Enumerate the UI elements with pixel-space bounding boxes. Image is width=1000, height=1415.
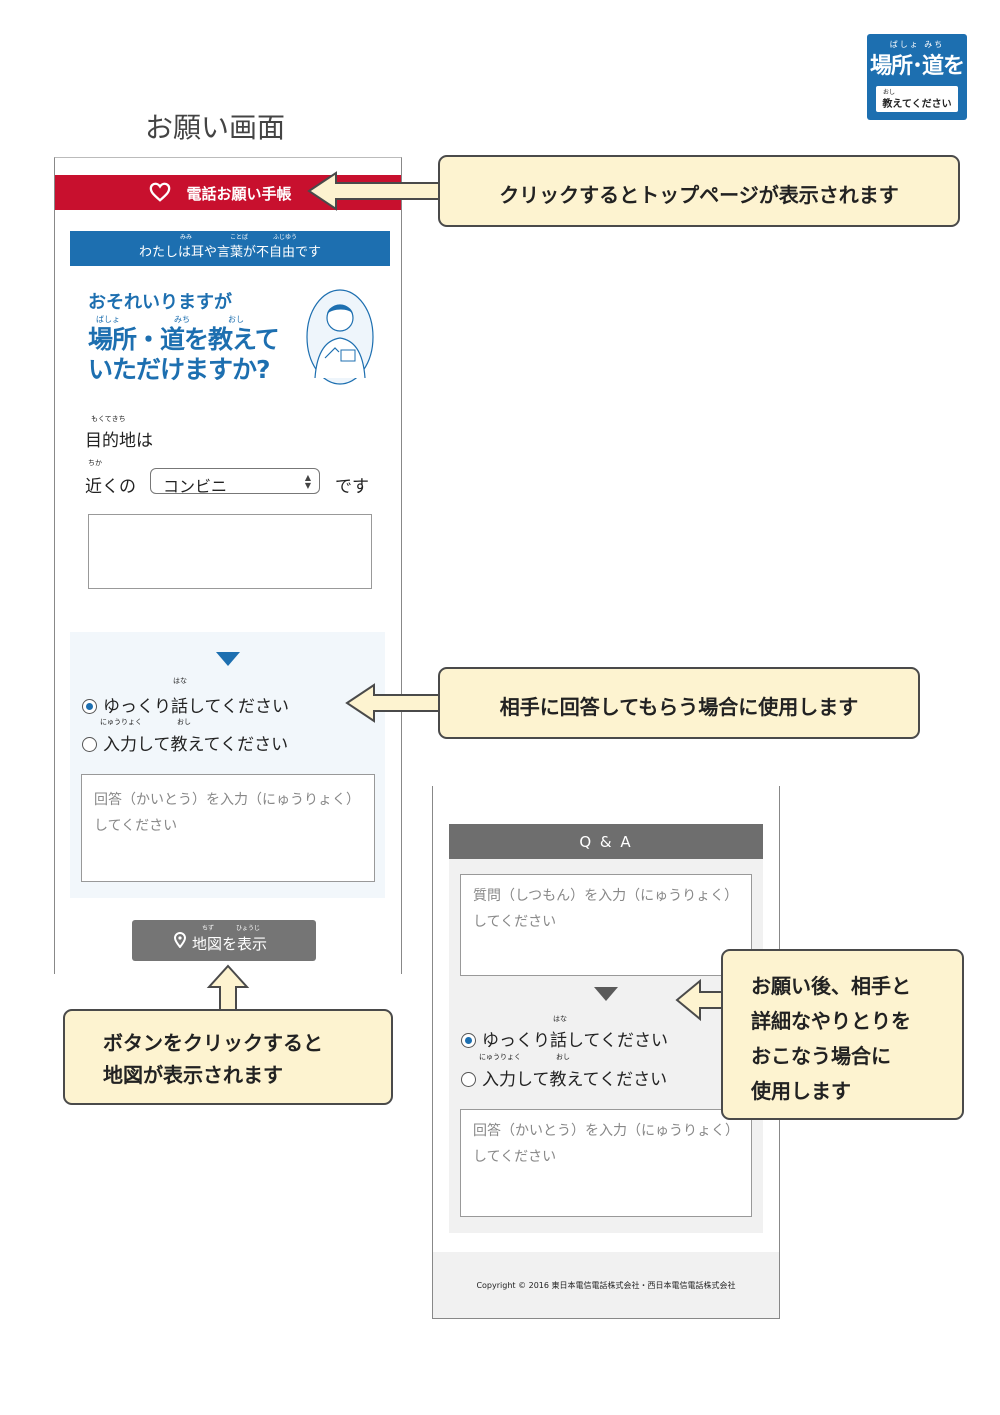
info-bar: みみ ことば ふじゆう わたしは耳や言葉が不自由です <box>70 231 390 266</box>
question-textarea[interactable]: 質問（しつもん）を入力（にゅうりょく） してください <box>460 874 752 976</box>
arrow-left-icon <box>675 978 723 1022</box>
hero-line-3: いただけますか? <box>88 355 271 384</box>
qa-answer-textarea[interactable]: 回答（かいとう）を入力（にゅうりょく） してください <box>460 1109 752 1217</box>
qa-option1-ruby: はな <box>553 1015 567 1023</box>
request-screen: 電話お願い手帳 みみ ことば ふじゆう わたしは耳や言葉が不自由です おそれいり… <box>54 157 402 974</box>
ruby-hyouji: ひょうじ <box>236 925 261 932</box>
callout-answer-use-text: 相手に回答してもらう場合に使用します <box>499 695 859 719</box>
callout-qa-line4: 使用します <box>751 1079 851 1103</box>
map-pin-icon <box>174 932 186 948</box>
arrow-left-icon <box>345 683 440 723</box>
radio-speak-slowly[interactable]: ゆっくり話してください <box>82 692 289 717</box>
near-row: ちか 近くの コンビニ ▲▼ です <box>85 459 385 498</box>
qa-answer-placeholder-line1: 回答（かいとう）を入力（にゅうりょく） <box>473 1123 739 1139</box>
qa-answer-placeholder-line2: してください <box>473 1149 557 1165</box>
arrow-left-icon <box>307 171 440 211</box>
answer-placeholder: 回答（かいとう）を入力（にゅうりょく） してください <box>94 787 360 839</box>
callout-qa: お願い後、相手と 詳細なやりとりを おこなう場合に 使用します <box>721 949 964 1120</box>
destination-label: 目的地は <box>85 431 153 451</box>
callout-map-text: ボタンをクリックすると 地図が表示されます <box>103 1027 429 1091</box>
qa-screen: Q & A 質問（しつもん）を入力（にゅうりょく） してください はな ゆっくり… <box>432 786 780 1319</box>
hero-line-1: おそれいりますが <box>88 292 232 313</box>
ruby-mimi: みみ <box>180 234 193 241</box>
ruby-fujiyuu: ふじゆう <box>273 234 298 241</box>
question-placeholder-line2: してください <box>473 914 557 930</box>
destination-textarea[interactable] <box>88 514 372 589</box>
copyright: Copyright © 2016 東日本電信電話株式会社・西日本電信電話株式会社 <box>476 1281 736 1290</box>
qa-panel: 質問（しつもん）を入力（にゅうりょく） してください はな ゆっくり話してくださ… <box>449 859 763 1233</box>
hero-message: おそれいりますが ばしょ みち おし 場所・道を教えて いただけますか? <box>88 292 288 385</box>
callout-qa-line2: 詳細なやりとりを <box>751 1009 911 1033</box>
callout-map: ボタンをクリックすると 地図が表示されます <box>63 1009 393 1105</box>
radio-type-answer[interactable]: 入力して教えてください <box>82 730 289 755</box>
select-arrows-icon: ▲▼ <box>304 473 311 490</box>
place-type-value: コンビニ <box>163 477 228 496</box>
desu-label: です <box>335 477 369 497</box>
question-placeholder: 質問（しつもん）を入力（にゅうりょく） してください <box>473 883 738 935</box>
qa-radio-speak-slowly-label: ゆっくり話してください <box>482 1031 668 1051</box>
corner-badge-title: 場所･道を <box>869 54 965 79</box>
person-illustration <box>306 289 374 385</box>
callout-map-line1: ボタンをクリックすると <box>103 1031 323 1055</box>
ruby-oshi: おし <box>228 315 244 324</box>
near-ruby: ちか <box>88 459 102 467</box>
ruby-michi: みち <box>174 315 190 324</box>
option1-ruby: はな <box>173 677 187 685</box>
info-bar-label: わたしは耳や言葉が不自由です <box>138 245 321 260</box>
qa-header: Q & A <box>449 824 763 859</box>
show-map-label: 地図を表示 <box>192 935 268 953</box>
callout-qa-line1: お願い後、相手と <box>751 974 911 998</box>
radio-type-answer-label: 入力して教えてください <box>103 735 289 755</box>
radio-unselected-icon <box>461 1072 476 1087</box>
header-bar-label: 電話お願い手帳 <box>186 185 292 203</box>
qa-radio-type-answer-label: 入力して教えてください <box>482 1070 668 1090</box>
qa-title: Q & A <box>579 833 633 851</box>
answer-placeholder-line2: してください <box>94 818 178 834</box>
radio-unselected-icon <box>82 737 97 752</box>
page-heading: お願い画面 <box>145 111 286 144</box>
callout-qa-text: お願い後、相手と 詳細なやりとりを おこなう場合に 使用します <box>751 969 990 1109</box>
radio-selected-icon <box>461 1033 476 1048</box>
arrow-up-icon <box>206 964 250 1011</box>
answer-placeholder-line1: 回答（かいとう）を入力（にゅうりょく） <box>94 792 360 808</box>
triangle-down-icon <box>216 652 240 666</box>
qa-option2-ruby-nyuuryoku: にゅうりょく <box>479 1053 521 1061</box>
ruby-chizu: ちず <box>202 925 215 932</box>
hero-line-2: 場所・道を教えて <box>88 325 280 354</box>
radio-selected-icon <box>82 699 97 714</box>
place-type-select[interactable]: コンビニ ▲▼ <box>150 468 320 496</box>
question-placeholder-line1: 質問（しつもん）を入力（にゅうりょく） <box>473 888 739 904</box>
ruby-basho: ばしょ <box>96 315 120 324</box>
corner-badge: ばしょ みち 場所･道を おし 教えてください <box>867 34 967 120</box>
radio-speak-slowly-label: ゆっくり話してください <box>103 697 289 717</box>
corner-badge-subruby: おし <box>883 89 896 96</box>
corner-badge-subtitle: 教えてください <box>882 99 952 110</box>
option2-ruby-oshi: おし <box>177 718 191 726</box>
callout-qa-line3: おこなう場合に <box>751 1044 891 1068</box>
answer-panel: はな ゆっくり話してください にゅうりょく おし 入力して教えてください 回答（… <box>70 632 385 898</box>
corner-badge-ruby: ばしょ みち <box>889 40 945 49</box>
ruby-kotoba: ことば <box>230 234 249 241</box>
destination-ruby: もくてきち <box>91 415 126 423</box>
qa-answer-placeholder: 回答（かいとう）を入力（にゅうりょく） してください <box>473 1118 739 1170</box>
corner-badge-subbox: おし 教えてください <box>876 86 958 112</box>
show-map-button[interactable]: ちず ひょうじ 地図を表示 <box>132 920 316 961</box>
answer-textarea[interactable]: 回答（かいとう）を入力（にゅうりょく） してください <box>81 774 375 882</box>
qa-radio-type-answer[interactable]: 入力して教えてください <box>461 1065 668 1090</box>
qa-radio-speak-slowly[interactable]: ゆっくり話してください <box>461 1026 668 1051</box>
footer: Copyright © 2016 東日本電信電話株式会社・西日本電信電話株式会社 <box>433 1252 779 1318</box>
callout-top-page-text: クリックするとトップページが表示されます <box>499 183 899 207</box>
callout-answer-use: 相手に回答してもらう場合に使用します <box>438 667 920 739</box>
heart-icon <box>149 182 171 202</box>
qa-option2-ruby-oshi: おし <box>556 1053 570 1061</box>
callout-top-page: クリックするとトップページが表示されます <box>438 155 960 227</box>
hero-ruby-row: ばしょ みち おし <box>88 314 288 325</box>
option2-ruby-nyuuryoku: にゅうりょく <box>100 718 142 726</box>
callout-map-line2: 地図が表示されます <box>103 1063 283 1087</box>
near-label: 近くの <box>85 477 136 497</box>
triangle-down-icon <box>594 987 618 1001</box>
